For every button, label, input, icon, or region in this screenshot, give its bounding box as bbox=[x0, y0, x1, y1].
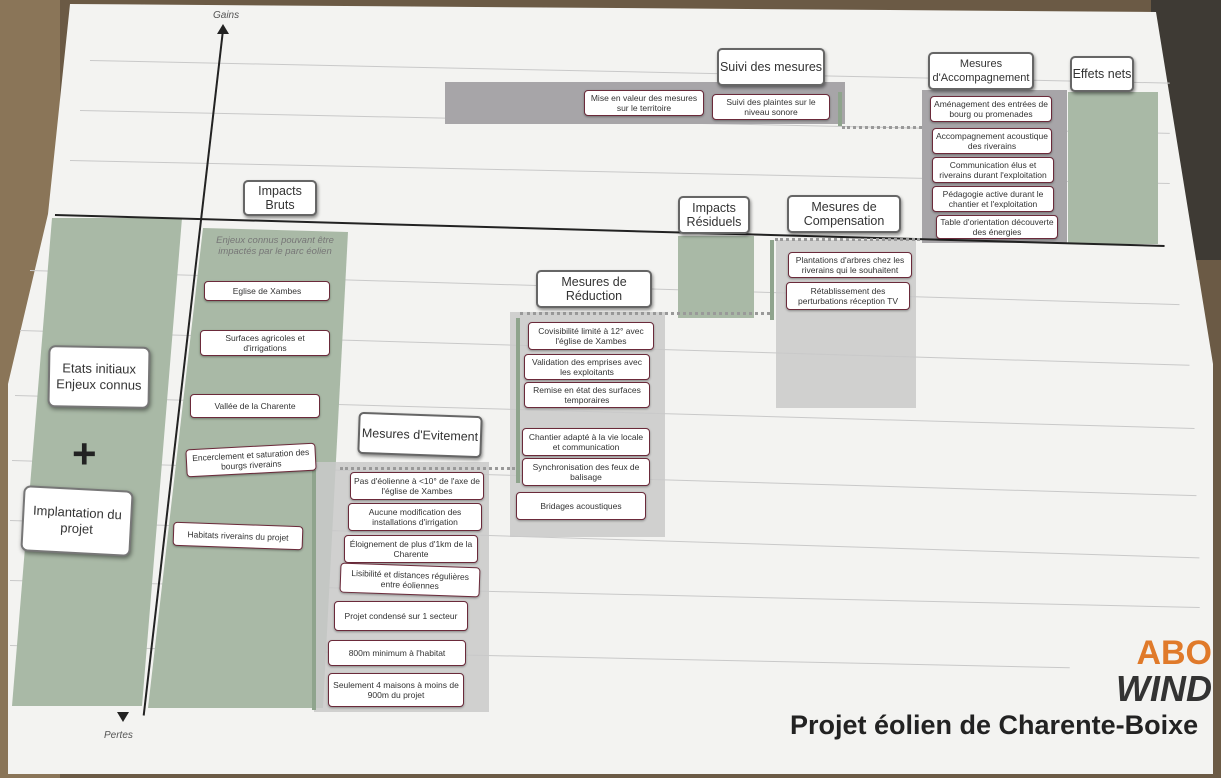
dotted-connector bbox=[340, 467, 515, 470]
brand-logo-wind: WIND bbox=[1116, 668, 1212, 709]
tag-impact-1: Eglise de Xambes bbox=[204, 281, 330, 301]
panel-effets-nets bbox=[1068, 92, 1158, 244]
brand-logo-abo: ABO bbox=[1136, 634, 1212, 672]
header-effets-nets: Effets nets bbox=[1070, 56, 1134, 92]
tag-impact-5: Habitats riverains du projet bbox=[172, 521, 304, 551]
header-accompagnement: Mesures d'Accompagnement bbox=[928, 52, 1034, 90]
bar-suivi bbox=[838, 92, 842, 126]
card-implantation: Implantation du projet bbox=[20, 485, 134, 557]
tag-suivi-1: Mise en valeur des mesures sur le territ… bbox=[584, 90, 704, 116]
header-residuels: Impacts Résiduels bbox=[678, 196, 750, 234]
tag-evitement-4: Lisibilité et distances régulières entre… bbox=[339, 562, 481, 598]
impacts-bruts-note: Enjeux connus pouvant être impactés par … bbox=[216, 235, 334, 257]
tag-accompagnement-5: Table d'orientation découverte des énerg… bbox=[936, 215, 1058, 239]
axis-label-gains: Gains bbox=[213, 10, 240, 21]
tag-accompagnement-2: Accompagnement acoustique des riverains bbox=[932, 128, 1052, 154]
plus-icon: + bbox=[72, 430, 97, 477]
tag-reduction-4: Chantier adapté à la vie locale et commu… bbox=[522, 428, 650, 456]
tag-evitement-5: Projet condensé sur 1 secteur bbox=[334, 601, 468, 631]
card-etats-initiaux: Etats initiaux Enjeux connus bbox=[47, 345, 151, 409]
arrow-down-icon bbox=[117, 712, 129, 722]
tag-compensation-2: Rétablissement des perturbations récepti… bbox=[786, 282, 910, 310]
tag-reduction-3: Remise en état des surfaces temporaires bbox=[524, 382, 650, 408]
tag-reduction-2: Validation des emprises avec les exploit… bbox=[524, 354, 650, 380]
panel-residuels bbox=[678, 236, 754, 318]
tag-impact-2: Surfaces agricoles et d'irrigations bbox=[200, 330, 330, 356]
tag-evitement-7: Seulement 4 maisons à moins de 900m du p… bbox=[328, 673, 464, 707]
bar-reduction bbox=[516, 318, 520, 483]
poster-title: Projet éolien de Charente-Boixe bbox=[790, 710, 1199, 740]
tag-suivi-2: Suivi des plaintes sur le niveau sonore bbox=[712, 94, 830, 120]
tag-reduction-5: Synchronisation des feux de balisage bbox=[522, 458, 650, 486]
header-evitement: Mesures d'Evitement bbox=[357, 411, 483, 459]
tag-accompagnement-4: Pédagogie active durant le chantier et l… bbox=[932, 186, 1054, 212]
dotted-connector bbox=[520, 312, 770, 315]
tag-compensation-1: Plantations d'arbres chez les riverains … bbox=[788, 252, 912, 278]
arrow-up-icon bbox=[217, 24, 229, 34]
dotted-connector bbox=[775, 238, 920, 241]
axis-label-pertes: Pertes bbox=[104, 730, 133, 741]
bar-evitement bbox=[312, 470, 316, 710]
header-compensation: Mesures de Compensation bbox=[787, 195, 901, 233]
header-suivi: Suivi des mesures bbox=[717, 48, 825, 86]
tag-evitement-6: 800m minimum à l'habitat bbox=[328, 640, 466, 666]
dotted-connector bbox=[842, 126, 922, 129]
bar-compensation bbox=[770, 240, 774, 320]
tag-accompagnement-3: Communication élus et riverains durant l… bbox=[932, 157, 1054, 183]
tag-evitement-1: Pas d'éolienne à <10° de l'axe de l'égli… bbox=[350, 472, 484, 500]
tag-impact-3: Vallée de la Charente bbox=[190, 394, 320, 418]
header-reduction: Mesures de Réduction bbox=[536, 270, 652, 308]
tag-reduction-1: Covisibilité limité à 12° avec l'église … bbox=[528, 322, 654, 350]
header-impacts-bruts: Impacts Bruts bbox=[243, 180, 317, 216]
tag-evitement-2: Aucune modification des installations d'… bbox=[348, 503, 482, 531]
tag-accompagnement-1: Aménagement des entrées de bourg ou prom… bbox=[930, 96, 1052, 122]
tag-reduction-6: Bridages acoustiques bbox=[516, 492, 646, 520]
tag-evitement-3: Éloignement de plus d'1km de la Charente bbox=[344, 535, 478, 563]
